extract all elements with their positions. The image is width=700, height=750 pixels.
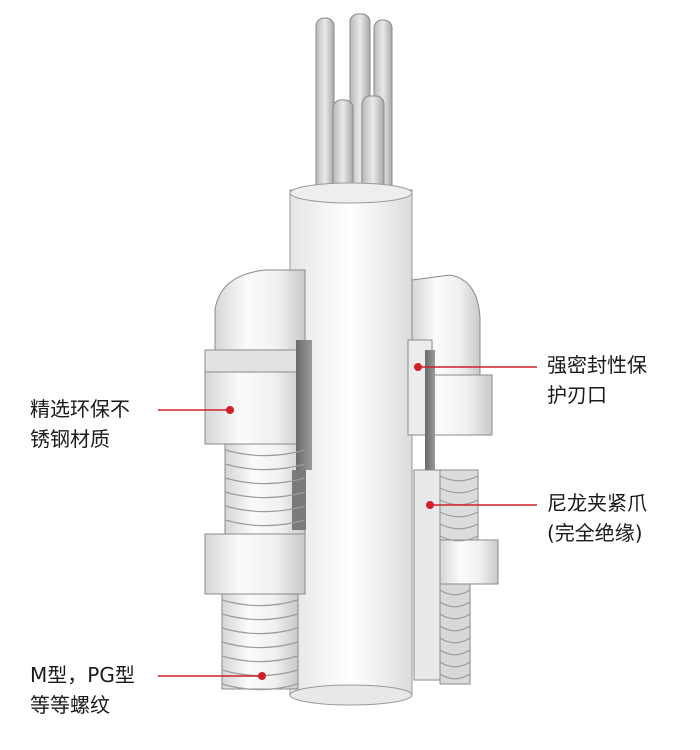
thread-ridge: [224, 477, 306, 485]
thread-ridge: [224, 519, 306, 527]
thread-ridge: [439, 613, 471, 620]
leader-dot-seal: [414, 363, 422, 371]
leader-dot-claw: [426, 501, 434, 509]
thread-ridge: [224, 491, 306, 499]
thread-ridge: [221, 599, 299, 607]
thread-ridge: [439, 589, 471, 596]
label-nylon-claw: 尼龙夹紧爪 (完全绝缘): [547, 488, 647, 548]
thread-ridge: [439, 535, 479, 542]
label-line: 锈钢材质: [30, 427, 110, 451]
thread-ridge: [439, 649, 471, 656]
thread-ridge: [439, 661, 471, 668]
thread-ridge: [439, 475, 479, 482]
thread-ridge: [439, 511, 479, 518]
thread-ridge: [224, 505, 306, 513]
thread-ridge: [221, 627, 299, 635]
mount-thread-right: [439, 583, 471, 685]
leader-dot-material: [226, 406, 234, 414]
label-line: 尼龙夹紧爪: [547, 491, 647, 515]
label-line: 强密封性保: [547, 353, 647, 377]
leader-lines: [158, 363, 537, 680]
thread-ridge: [439, 523, 479, 530]
label-line: 等等螺纹: [30, 693, 110, 717]
gland-right-half: [407, 274, 499, 685]
label-line: 精选环保不: [30, 397, 130, 421]
seal-cutaway: [296, 340, 312, 470]
body-hex-right: [439, 539, 499, 585]
label-stainless-steel: 精选环保不 锈钢材质: [30, 394, 130, 454]
thread-ridge: [224, 463, 306, 471]
label-thread-types: M型，PG型 等等螺纹: [30, 660, 135, 720]
thread-ridge: [439, 487, 479, 494]
label-strong-seal: 强密封性保 护刃口: [547, 350, 647, 410]
thread-ridge: [221, 683, 299, 691]
claw-cutaway: [292, 470, 306, 530]
label-line: M型，PG型: [30, 663, 135, 687]
thread-ridge: [221, 655, 299, 663]
thread-ridge: [439, 625, 471, 632]
leader-dot-thread: [258, 672, 266, 680]
thread-ridge: [221, 641, 299, 649]
body-hex: [204, 533, 306, 595]
thread-ridge: [224, 449, 306, 457]
gland-left-half: [204, 269, 312, 690]
seal-cut-right: [425, 350, 435, 470]
thread-ridge: [221, 613, 299, 621]
cap-nut-hex: [204, 371, 306, 445]
cap-nut-dome: [214, 269, 306, 351]
thread-ridge: [439, 637, 471, 644]
thread-ridge: [439, 673, 471, 680]
label-line: 护刃口: [547, 383, 607, 407]
thread-ridge: [439, 601, 471, 608]
label-line: (完全绝缘): [547, 521, 643, 545]
